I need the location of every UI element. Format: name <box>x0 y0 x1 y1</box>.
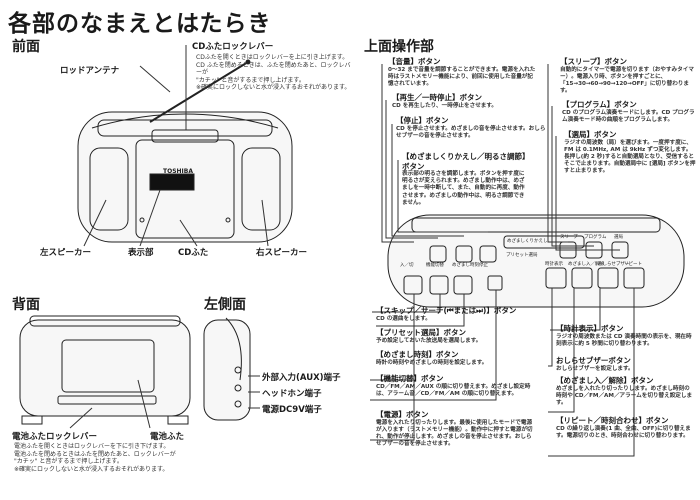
sleep-button-desc: 自動的にタイマーで電源を切ります（おやすみタイマー）。電源入り時、ボタンを押すご… <box>560 66 694 95</box>
sleep-button-callout: 【スリープ】ボタン 自動的にタイマーで電源を切ります（おやすみタイマー）。電源入… <box>560 57 696 95</box>
alarm-onoff-button-label: 【めざまし入／解除】ボタン <box>556 376 654 385</box>
skip-button-label: 【スキップ／サーチ(⏮または⏭)】ボタン <box>376 306 517 315</box>
clock-display-button-label: 【時計表示】ボタン <box>556 324 624 333</box>
tuning-button-callout: 【選局】ボタン ラジオの周波数（局）を選びます。一度押す度に、FM は 0.1M… <box>564 130 696 176</box>
top-panel-outline <box>388 215 684 307</box>
repeat-button-desc: CD の繰り返し演奏(1 曲、全曲、OFF)に切り替えます。電源切りのとき、時刻… <box>556 425 691 439</box>
alarm-time-button-desc: 時計の時刻やめざましの時刻を設定します。 <box>376 359 488 366</box>
front-left-speaker <box>90 148 128 230</box>
tuning-button-desc: ラジオの周波数（局）を選びます。一度押す度に、FM は 0.1MHz, AM は… <box>564 139 696 175</box>
cd-lid-lock-lever-desc: CDふたを開くときはロックレバーを上に引き上げます。 CD ふたを閉めるときは、… <box>196 54 351 92</box>
left-speaker-label: 左スピーカー <box>40 248 92 258</box>
headphone-jack-label: ヘッドホン端子 <box>262 389 322 399</box>
section-left-side: 左側面 <box>204 297 246 313</box>
section-top: 上面操作部 <box>364 39 434 55</box>
chime-button-label: おしらせブザーボタン <box>556 356 631 365</box>
power-button-callout: 【電源】ボタン 電源を入れたり切ったりします。最後に使用したモードで電源が入りま… <box>376 410 536 448</box>
cd-lid-label: CDふた <box>178 248 209 258</box>
alarm-onoff-button-callout: 【めざまし入／解除】ボタン めざましを入れたり切ったりします。めざまし時刻の時刻… <box>556 376 694 407</box>
section-back: 背面 <box>12 297 40 313</box>
play-pause-button-callout: 【再生／一時停止】ボタン CD を再生したり、一時停止をさせます。 <box>392 93 542 110</box>
panel-label-chime: おしらせブザー <box>598 262 630 267</box>
function-button-desc: CD／FM／AM／AUX の順に切り替えます。めざまし設定時は、アラーム音／CD… <box>376 383 531 397</box>
panel-label-snooze: めざましくりかえし <box>507 239 548 244</box>
alarm-time-button-label: 【めざまし時刻】ボタン <box>376 350 459 359</box>
clock-display-button-desc: ラジオの周波数または CD 演奏時間の表示を、現在時刻表示に約 5 秒間に切り替… <box>556 333 692 347</box>
power-button-desc: 電源を入れたり切ったりします。最後に使用したモードで電源が入ります（ラストメモリ… <box>376 419 533 448</box>
repeat-button-label: 【リピート／時刻合わせ】ボタン <box>556 416 669 425</box>
battery-lid-label: 電池ふた <box>150 432 185 442</box>
function-button-label: 【機能切替】ボタン <box>376 374 444 383</box>
preset-button-label: 【プリセット選局】ボタン <box>376 328 466 337</box>
panel-label-tuning: 選局 <box>614 235 623 240</box>
snooze-button-desc: 表示部の明るさを調節します。ボタンを押す度に明るさが変えられます。めざまし動作中… <box>402 171 525 206</box>
repeat-button-callout: 【リピート／時刻合わせ】ボタン CD の繰り返し演奏(1 曲、全曲、OFF)に切… <box>556 416 694 440</box>
volume-button-desc: 0〜32 まで音量を調節することができます。電源を入れた時はラストメモリー機能に… <box>388 66 536 87</box>
program-button-desc: CD のプログラム演奏モードにします。CD プログラム演奏モード時の曲順をプログ… <box>562 109 695 123</box>
rod-antenna-line <box>150 62 248 122</box>
panel-label-stop: 停止 <box>479 263 488 268</box>
page-title: 各部のなまえとはたらき <box>8 11 272 37</box>
tuning-button-label: 【選局】ボタン <box>564 130 617 139</box>
clock-display-button-callout: 【時計表示】ボタン ラジオの周波数または CD 演奏時間の表示を、現在時刻表示に… <box>556 324 694 348</box>
panel-label-alarm: めざまし時刻 <box>452 263 479 268</box>
front-cd-lid <box>136 140 234 238</box>
dc-jack-label: 電源DC9V端子 <box>262 405 322 415</box>
aux-jack-label: 外部入力(AUX)端子 <box>262 373 341 383</box>
stop-button-label: 【停止】ボタン <box>396 116 449 125</box>
volume-button-label: 【音量】ボタン <box>388 57 441 66</box>
sleep-button-label: 【スリープ】ボタン <box>560 57 628 66</box>
rod-antenna-label: ロッドアンテナ <box>60 66 120 76</box>
power-button-label: 【電源】ボタン <box>376 410 429 419</box>
panel-label-preset: プリセット選局 <box>506 253 538 258</box>
volume-button-callout: 【音量】ボタン 0〜32 まで音量を調節することができます。電源を入れた時はラス… <box>388 57 538 88</box>
function-button-callout: 【機能切替】ボタン CD／FM／AM／AUX の順に切り替えます。めざまし設定時… <box>376 374 536 398</box>
skip-button-callout: 【スキップ／サーチ(⏮または⏭)】ボタン CD の選曲をします。 <box>376 306 536 323</box>
side-radio-body <box>204 320 250 420</box>
chime-button-callout: おしらせブザーボタン おしらせブザーを設定します。 <box>556 356 694 373</box>
panel-label-program: プログラム <box>584 235 607 240</box>
front-display <box>150 174 194 190</box>
right-speaker-label: 右スピーカー <box>256 248 308 258</box>
alarm-onoff-button-desc: めざましを入れたり切ったりします。めざまし時刻の時刻や CD／FM／AM／アラー… <box>556 385 693 406</box>
preset-button-callout: 【プリセット選局】ボタン 予め設定しておいた放送局を選局します。 <box>376 328 536 345</box>
snooze-button-callout: 【めざましくりかえし／明るさ調節】ボタン 表示部の明るさを調節します。ボタンを押… <box>402 152 530 207</box>
panel-label-alarm-set: めざまし入／解除 <box>568 262 604 267</box>
panel-label-function: 機能切替 <box>426 263 444 268</box>
stop-button-desc: CD を停止させます。めざましの音を停止させます。おしらせブザーの音を停止させま… <box>396 125 546 139</box>
battery-lid-lock-lever-desc: 電池ふたを開くときはロックレバーを下に引き下げます。 電池ふたを閉めるときはふた… <box>14 443 176 473</box>
panel-label-repeat: リピート <box>624 262 642 267</box>
front-right-speaker <box>242 148 280 230</box>
skip-button-desc: CD の選曲をします。 <box>376 315 431 322</box>
section-front: 前面 <box>12 39 40 55</box>
panel-label-power: 入／切 <box>400 263 414 268</box>
brand-logo: TOSHIBA <box>163 168 193 175</box>
display-label: 表示部 <box>128 248 154 258</box>
snooze-button-label: 【めざましくりかえし／明るさ調節】ボタン <box>402 152 530 171</box>
panel-label-sleep: スリープ <box>560 235 578 240</box>
battery-lid-lock-lever-label: 電池ふたロックレバー <box>12 432 98 442</box>
program-button-label: 【プログラム】ボタン <box>562 100 637 109</box>
alarm-time-button-callout: 【めざまし時刻】ボタン 時計の時刻やめざましの時刻を設定します。 <box>376 350 536 367</box>
program-button-callout: 【プログラム】ボタン CD のプログラム演奏モードにします。CD プログラム演奏… <box>562 100 696 124</box>
chime-button-desc: おしらせブザーを設定します。 <box>556 365 634 372</box>
panel-label-clock: 時計表示 <box>545 262 563 267</box>
back-radio-body <box>20 320 190 416</box>
play-pause-button-desc: CD を再生したり、一時停止をさせます。 <box>392 102 498 109</box>
cd-lid-lock-lever-label: CDふたロックレバー <box>192 42 274 52</box>
stop-button-callout: 【停止】ボタン CD を停止させます。めざましの音を停止させます。おしらせブザー… <box>396 116 546 140</box>
preset-button-desc: 予め設定しておいた放送局を選局します。 <box>376 337 482 344</box>
play-pause-button-label: 【再生／一時停止】ボタン <box>392 93 482 102</box>
